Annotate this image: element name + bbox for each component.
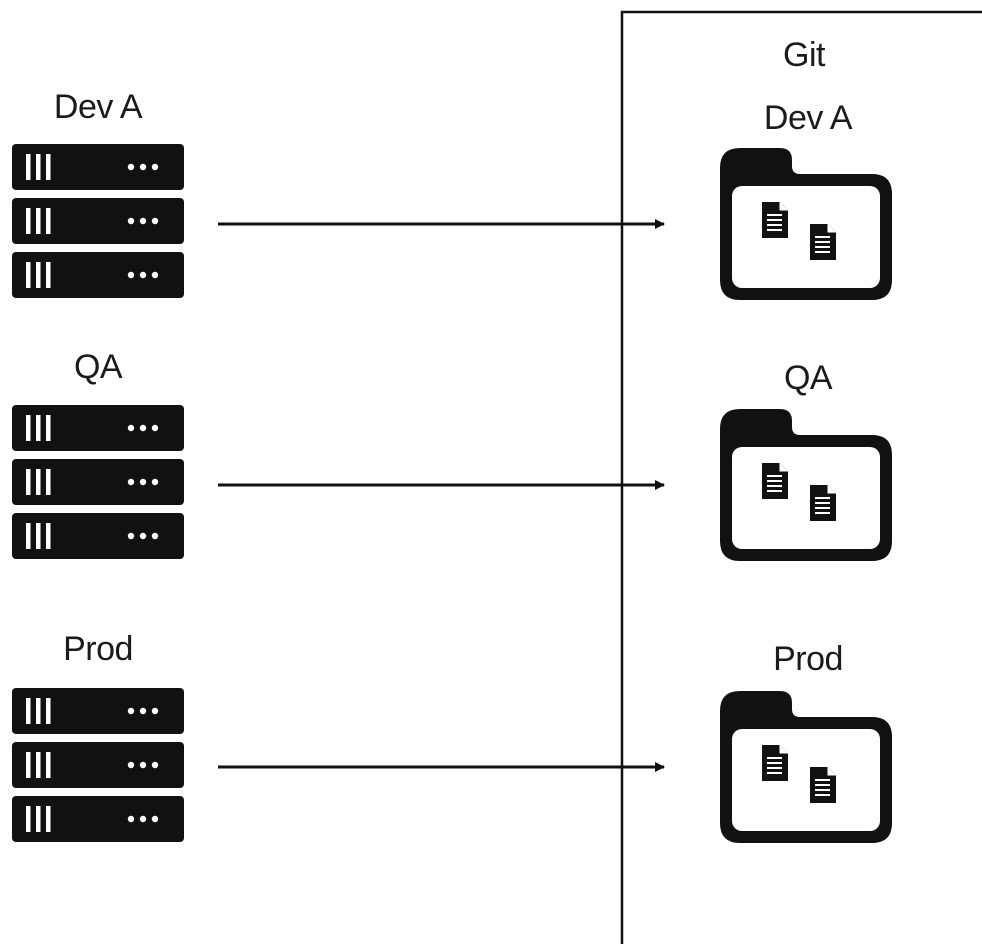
environment-row-dev-a: Dev A Dev A xyxy=(12,88,892,300)
repo-label-qa: QA xyxy=(784,359,833,397)
server-rack-icon xyxy=(12,405,184,559)
repo-label-dev-a: Dev A xyxy=(764,99,853,137)
server-label-prod: Prod xyxy=(63,630,133,668)
server-label-dev-a: Dev A xyxy=(54,88,143,126)
folder-with-files-icon xyxy=(720,691,892,843)
folder-with-files-icon xyxy=(720,148,892,300)
environment-row-prod: Prod Prod xyxy=(12,630,892,843)
git-title: Git xyxy=(783,36,826,74)
git-container xyxy=(620,10,982,944)
server-rack-icon xyxy=(12,144,184,298)
folder-with-files-icon xyxy=(720,409,892,561)
environment-row-qa: QA QA xyxy=(12,348,892,561)
server-rack-icon xyxy=(12,688,184,842)
repo-label-prod: Prod xyxy=(773,640,843,678)
server-label-qa: QA xyxy=(74,348,123,386)
